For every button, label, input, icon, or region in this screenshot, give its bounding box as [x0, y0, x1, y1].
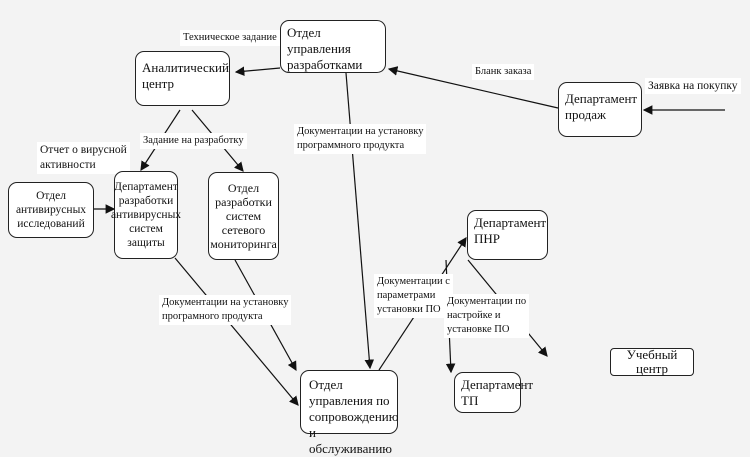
- node-support-management: Отдел управления по сопровождению и обсл…: [300, 370, 398, 456]
- node-text: Учебный центр: [626, 347, 678, 376]
- label-purchase-request: Заявка на покупку: [645, 78, 741, 94]
- node-network-monitoring: Отдел разработки систем сетевого монитор…: [208, 172, 279, 260]
- node-pnr-department: Департамент ПНР: [467, 210, 548, 260]
- arrow-tech-task: [234, 66, 281, 77]
- node-training-center: Учебный центр: [610, 348, 694, 376]
- node-dev-management: Отдел управления разработками: [280, 20, 386, 73]
- label-install-docs-1: Документации на установку программного п…: [294, 124, 427, 154]
- label-param-docs: Документации с параметрами установки ПО: [374, 274, 453, 318]
- node-text: Отдел разработки систем сетевого монитор…: [210, 181, 277, 251]
- node-text: Отдел управления разработками: [287, 25, 363, 72]
- node-text: Департамент ПНР: [474, 215, 547, 246]
- node-text: Аналитический центр: [142, 60, 229, 91]
- arrow-install-docs-main: [345, 72, 375, 370]
- node-tp-department: Департамент ТП: [454, 372, 533, 413]
- label-virus-report: Отчет о вирусной активности: [37, 142, 130, 174]
- label-dev-task: Задание на разработку: [140, 133, 247, 149]
- label-tech-task: Техническое задание: [180, 30, 280, 46]
- node-text: Департамент разработки антивирусных сист…: [110, 181, 182, 249]
- label-order-form: Бланк заказа: [472, 64, 535, 80]
- node-sales-department: Департамент продаж: [558, 82, 642, 137]
- node-text: Отдел антивирусных исследований: [15, 190, 87, 230]
- arrow-antivirus-to-support: [174, 257, 299, 406]
- node-text: Департамент продаж: [565, 91, 638, 122]
- node-antivirus-research: Отдел антивирусных исследований: [8, 182, 94, 238]
- label-install-docs-2: Документации на установку програмного пр…: [159, 295, 292, 325]
- node-text: Отдел управления по сопровождению и обсл…: [309, 377, 399, 456]
- arrow-order-form: [387, 66, 559, 109]
- label-setup-docs: Документации по настройке и установке ПО: [444, 294, 530, 338]
- node-analytics-center: Аналитический центр: [135, 51, 230, 106]
- node-text: Департамент ТП: [461, 377, 534, 408]
- node-antivirus-dev: Департамент разработки антивирусных сист…: [110, 171, 182, 259]
